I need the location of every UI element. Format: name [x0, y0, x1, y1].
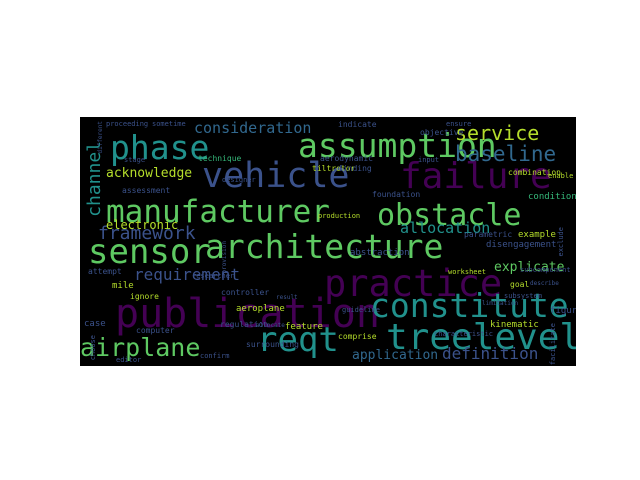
cloud-word-computer: computer — [136, 326, 175, 335]
cloud-word-manufacturer: manufacturer — [106, 194, 330, 230]
cloud-word-abstraction: abstraction — [350, 248, 410, 258]
cloud-word-surrounding: surrounding — [246, 340, 299, 349]
cloud-word-subcomponent: subcomponent — [520, 266, 571, 274]
cloud-word-describe: describe — [530, 280, 559, 287]
cloud-word-constitute: constitute — [370, 286, 569, 325]
cloud-word-aerodynamic: aerodynamic — [320, 154, 373, 163]
cloud-word-aeroplane: aeroplane — [236, 304, 285, 314]
cloud-word-assessment: assessment — [122, 186, 171, 195]
cloud-word-mile: mile — [112, 281, 134, 291]
cloud-word-worksheet: worksheet — [448, 268, 486, 276]
cloud-word-ignore: ignore — [130, 292, 159, 301]
cloud-word-explicate: explicate — [494, 260, 565, 275]
cloud-word-provision: provision — [221, 241, 228, 274]
cloud-word-choose: choose — [89, 335, 97, 361]
cloud-word-practice: practice — [324, 262, 503, 305]
cloud-word-kinematic: kinematic — [490, 320, 539, 330]
cloud-word-airplane: airplane — [80, 333, 201, 362]
cloud-word-definition: definition — [442, 344, 539, 363]
cloud-word-regulation: regulation — [220, 320, 269, 329]
cloud-word-allocate: allocate — [256, 322, 285, 329]
cloud-word-limitation: limitation — [482, 300, 519, 307]
cloud-word-objective: objective — [420, 128, 464, 137]
cloud-word-foundation: foundation — [372, 190, 421, 199]
cloud-word-baseline: baseline — [455, 142, 557, 166]
cloud-word-production: production — [318, 212, 361, 220]
cloud-word-assumption: assumption — [298, 126, 497, 165]
cloud-word-figure: figure — [550, 306, 576, 316]
cloud-word-architecture: architecture — [205, 227, 444, 266]
cloud-word-result: result — [276, 294, 298, 301]
cloud-word-vehicle: vehicle — [202, 156, 350, 196]
cloud-word-enable: enable — [548, 172, 574, 180]
cloud-word-failure: failure — [400, 156, 552, 197]
cloud-word-ensure: ensure — [446, 120, 472, 128]
cloud-word-finding: finding — [338, 164, 372, 173]
cloud-word-exclude: exclude — [557, 227, 565, 257]
cloud-word-electronic: electronic — [106, 218, 179, 232]
cloud-word-characteristic: characteristic — [434, 330, 494, 338]
cloud-word-sometime: sometime — [152, 120, 186, 128]
cloud-word-input: input — [418, 156, 440, 164]
cloud-word-obstacle: obstacle — [377, 198, 522, 233]
cloud-word-parametric: parametric — [464, 230, 513, 239]
cloud-word-consideration: consideration — [194, 119, 312, 137]
cloud-word-application: application — [352, 348, 439, 363]
cloud-word-comprise: comprise — [338, 332, 377, 341]
cloud-word-reqt: reqt — [257, 320, 339, 360]
cloud-word-disengagement: disengagement — [486, 240, 557, 250]
cloud-word-subsystem: subsystem — [504, 292, 542, 300]
cloud-word-acknowledge: acknowledge — [106, 166, 193, 181]
cloud-word-phase: phase — [110, 128, 210, 167]
cloud-word-controller: controller — [221, 288, 270, 297]
cloud-word-facilitate: facilitate — [549, 323, 557, 366]
cloud-word-tiltrotor: tiltrotor — [312, 164, 356, 173]
cloud-word-framework: framework — [98, 223, 196, 244]
cloud-word-designer: designer — [222, 176, 256, 184]
cloud-word-different: different — [97, 121, 104, 154]
cloud-word-treelevel: treelevel — [386, 317, 576, 358]
cloud-word-researcher: researcher — [192, 272, 235, 280]
cloud-word-example: example — [518, 230, 556, 240]
cloud-word-requirement: requirement — [134, 265, 240, 284]
cloud-word-service: service — [455, 121, 540, 145]
cloud-word-condition: condition — [528, 192, 576, 202]
cloud-word-case: case — [84, 319, 106, 329]
cloud-word-technique: technique — [198, 154, 242, 163]
cloud-word-stage: stage — [124, 156, 146, 164]
cloud-word-goal: goal — [510, 280, 530, 289]
cloud-word-allocation: allocation — [400, 219, 491, 237]
cloud-word-sensor: sensor — [88, 232, 211, 272]
cloud-word-proceeding: proceeding — [106, 120, 149, 128]
cloud-word-confirm: confirm — [200, 352, 230, 360]
cloud-word-feature: feature — [285, 322, 323, 332]
cloud-word-editor: editor — [116, 356, 142, 364]
cloud-word-attempt: attempt — [88, 267, 122, 276]
cloud-word-indicate: indicate — [338, 120, 377, 129]
cloud-word-guideline: guideline — [342, 306, 380, 314]
cloud-word-publication: publication — [115, 291, 380, 337]
cloud-word-combination: combination — [508, 168, 561, 177]
